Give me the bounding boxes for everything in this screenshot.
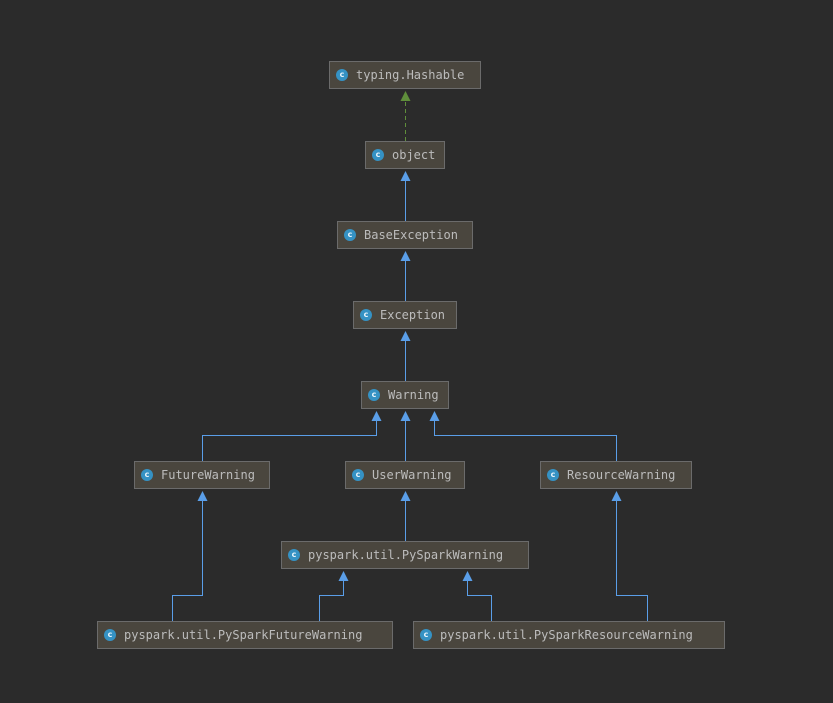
- arrowhead-exception: [400, 331, 411, 341]
- node-label: ResourceWarning: [567, 468, 676, 482]
- class-icon: c: [288, 549, 300, 561]
- node-label: Warning: [388, 388, 439, 402]
- arrowhead-warning-mid: [400, 411, 411, 421]
- node-pyspark-resource-warning[interactable]: c pyspark.util.PySparkResourceWarning: [413, 621, 725, 649]
- edge-resource-warning: [434, 420, 617, 461]
- node-label: pyspark.util.PySparkFutureWarning: [124, 628, 363, 642]
- node-label: pyspark.util.PySparkWarning: [308, 548, 504, 562]
- arrowhead-resource-warning: [611, 491, 622, 501]
- edge-future-warning: [202, 420, 377, 461]
- class-icon: c: [360, 309, 372, 321]
- node-label: typing.Hashable: [356, 68, 465, 82]
- edge-pyresource-pyspark: [467, 580, 492, 621]
- arrowhead-warning-left: [371, 411, 382, 421]
- node-label: UserWarning: [372, 468, 452, 482]
- class-icon: c: [344, 229, 356, 241]
- class-icon: c: [368, 389, 380, 401]
- edge-pyfuture-future: [172, 500, 203, 621]
- node-label: pyspark.util.PySparkResourceWarning: [440, 628, 693, 642]
- node-pyspark-warning[interactable]: c pyspark.util.PySparkWarning: [281, 541, 529, 569]
- class-icon: c: [372, 149, 384, 161]
- node-typing-hashable[interactable]: c typing.Hashable: [329, 61, 481, 89]
- node-exception[interactable]: c Exception: [353, 301, 457, 329]
- arrowhead-base-exception: [400, 251, 411, 261]
- node-label: Exception: [380, 308, 446, 322]
- arrowhead-object: [400, 171, 411, 181]
- arrowhead-pyspark-left: [338, 571, 349, 581]
- edge-pyfuture-pyspark: [319, 580, 344, 621]
- class-icon: c: [141, 469, 153, 481]
- node-object[interactable]: c object: [365, 141, 445, 169]
- class-icon: c: [336, 69, 348, 81]
- class-icon: c: [547, 469, 559, 481]
- node-pyspark-future-warning[interactable]: c pyspark.util.PySparkFutureWarning: [97, 621, 393, 649]
- node-label: object: [392, 148, 436, 162]
- arrowhead-pyspark-right: [462, 571, 473, 581]
- node-base-exception[interactable]: c BaseException: [337, 221, 473, 249]
- node-label: BaseException: [364, 228, 458, 242]
- node-label: FutureWarning: [161, 468, 255, 482]
- node-future-warning[interactable]: c FutureWarning: [134, 461, 270, 489]
- arrowhead-warning-right: [429, 411, 440, 421]
- node-user-warning[interactable]: c UserWarning: [345, 461, 465, 489]
- class-icon: c: [420, 629, 432, 641]
- arrowhead-user-warning: [400, 491, 411, 501]
- arrowhead-hashable: [400, 91, 411, 101]
- class-icon: c: [104, 629, 116, 641]
- node-warning[interactable]: c Warning: [361, 381, 449, 409]
- arrowhead-future-warning: [197, 491, 208, 501]
- class-icon: c: [352, 469, 364, 481]
- edge-pyresource-resource: [616, 500, 648, 621]
- node-resource-warning[interactable]: c ResourceWarning: [540, 461, 692, 489]
